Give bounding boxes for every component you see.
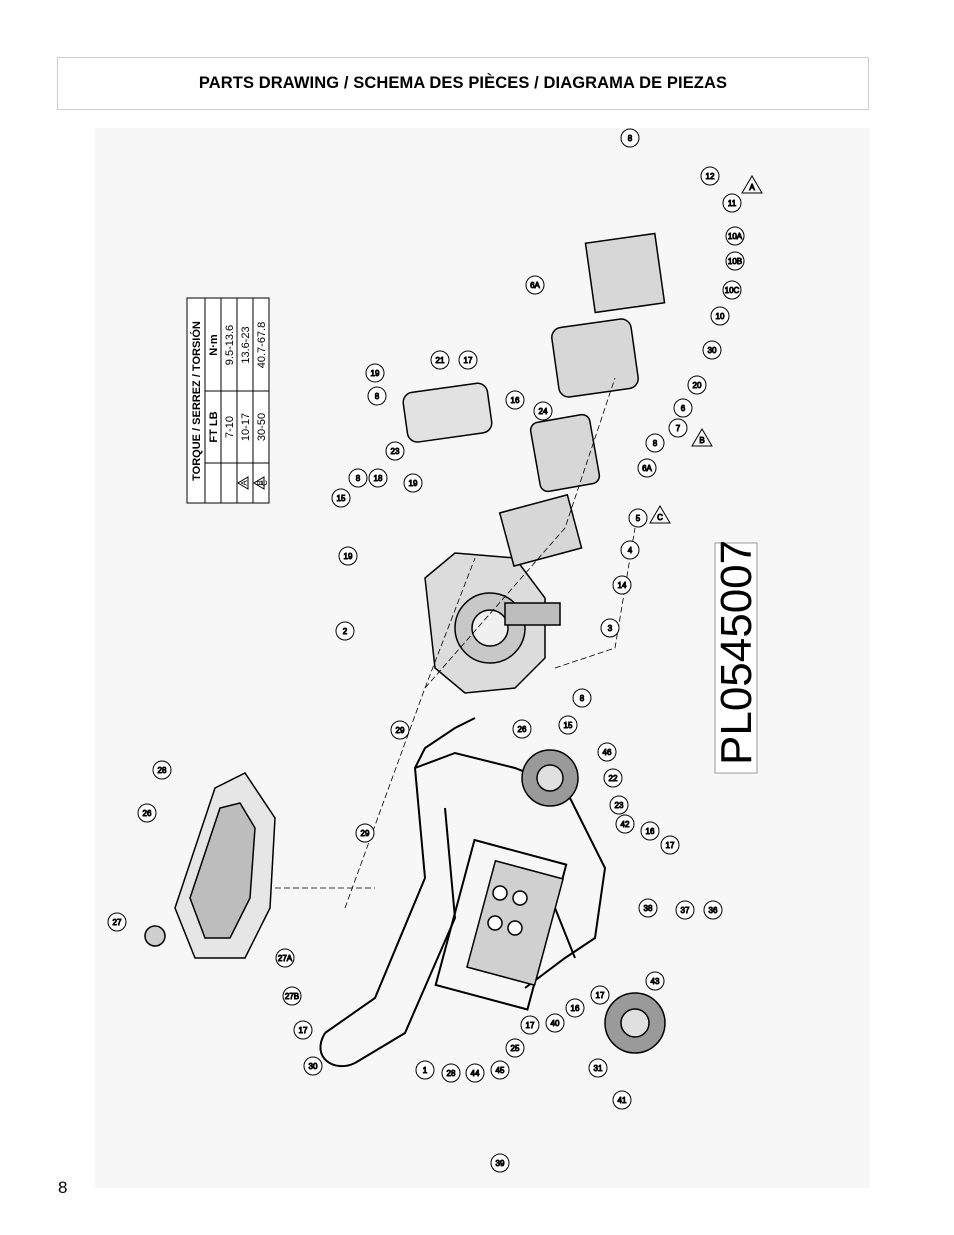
callout-33: 29 — [361, 829, 370, 838]
callout-17: 18 — [374, 474, 383, 483]
part-number-box: PL0545007 — [712, 540, 761, 774]
control-panel — [466, 859, 564, 987]
callout-15b: 16 — [571, 1004, 580, 1013]
torque-mark-b: B — [256, 480, 265, 485]
torque-title: TORQUE / SERREZ / TORSIÓN — [190, 321, 203, 481]
part-number: PL0545007 — [712, 540, 761, 765]
page-title: PARTS DRAWING / SCHEMA DES PIÈCES / DIAG… — [198, 74, 728, 92]
torque-col-ftlb: FT LB — [208, 411, 220, 442]
callout-40: 40 — [551, 1019, 560, 1028]
callout-44: 44 — [471, 1069, 480, 1078]
torque-ftlb-a: 7-10 — [224, 416, 236, 438]
callout-10d: 8 — [628, 134, 633, 143]
callout-1: 1 — [423, 1066, 428, 1075]
callout-34: 30 — [708, 346, 717, 355]
alternator — [498, 232, 666, 567]
callout-7: 6A — [642, 464, 652, 473]
callout-27a: 27 — [113, 918, 122, 927]
fuel-tank — [144, 772, 276, 959]
torque-table: TORQUE / SERREZ / TORSIÓN FT LB N·m A 7-… — [186, 297, 270, 504]
torque-markers: A B C — [649, 175, 763, 524]
callout-18: 19 — [409, 479, 418, 488]
callout-16d: 17 — [299, 1026, 308, 1035]
callout-10a: 10A — [728, 232, 743, 241]
torque-mark-c: C — [260, 480, 269, 486]
callout-31: 27B — [285, 992, 299, 1001]
marker-c: C — [657, 513, 663, 522]
callout-38: 38 — [644, 904, 653, 913]
callout-30: 30 — [309, 1062, 318, 1071]
torque-nm-b: 13.6-23 — [240, 326, 252, 363]
air-cleaner — [402, 382, 493, 443]
callout-23: 24 — [539, 407, 548, 416]
callout-24: 22 — [609, 774, 618, 783]
callout-27: 26 — [143, 809, 152, 818]
callout-24a: 23 — [615, 801, 624, 810]
callout-42: 42 — [621, 820, 630, 829]
torque-mark-a: A — [240, 480, 249, 486]
marker-b: B — [699, 436, 704, 445]
callout-46: 46 — [603, 748, 612, 757]
callout-15: 16 — [646, 827, 655, 836]
callout-19: 19 — [371, 369, 380, 378]
parts-drawing: TORQUE / SERREZ / TORSIÓN FT LB N·m A 7-… — [95, 128, 870, 1188]
torque-ftlb-c: 30-50 — [256, 413, 268, 441]
page-number: 8 — [58, 1178, 68, 1197]
callout-43: 43 — [651, 977, 660, 986]
callout-16e: 17 — [464, 356, 473, 365]
callout-37: 37 — [681, 906, 690, 915]
callout-26: 26 — [518, 725, 527, 734]
callout-16: 17 — [666, 841, 675, 850]
callout-20: 20 — [693, 381, 702, 390]
callout-16b: 17 — [596, 991, 605, 1000]
callout-9c: 8 — [375, 392, 380, 401]
torque-ftlb-b: 10-17 — [240, 413, 252, 441]
callout-12: 12 — [706, 172, 715, 181]
header-box: PARTS DRAWING / SCHEMA DES PIÈCES / DIAG… — [57, 57, 869, 110]
wheels — [521, 749, 666, 1054]
callout-28: 28 — [158, 766, 167, 775]
callout-8: 7 — [676, 424, 681, 433]
engine — [424, 552, 561, 694]
callout-29: 29 — [396, 726, 405, 735]
callout-13: 14 — [618, 581, 627, 590]
marker-a: A — [749, 183, 755, 192]
callout-10c: 10C — [725, 286, 740, 295]
callout-9d: 8 — [356, 474, 361, 483]
callouts: 8 12 11 10A 10B 10C 10 6A 30 20 6 7 8 6A… — [107, 128, 745, 1173]
callout-15c: 16 — [511, 396, 520, 405]
callout-21: 21 — [436, 356, 445, 365]
exploded-view-diagram: TORQUE / SERREZ / TORSIÓN FT LB N·m A 7-… — [107, 128, 763, 1173]
callout-11: 11 — [728, 199, 737, 208]
torque-col-nm: N·m — [208, 334, 220, 356]
callout-14b: 15 — [337, 494, 346, 503]
callout-9b: 8 — [580, 694, 585, 703]
callout-5: 5 — [636, 514, 641, 523]
callout-35: 31 — [594, 1064, 603, 1073]
callout-45: 45 — [496, 1066, 505, 1075]
callout-27b: 27A — [278, 954, 293, 963]
callout-39: 39 — [496, 1159, 505, 1168]
callout-10: 10 — [716, 312, 725, 321]
callout-36: 36 — [709, 906, 718, 915]
callout-10b: 10B — [728, 257, 742, 266]
callout-32: 28 — [447, 1069, 456, 1078]
callout-16c: 17 — [526, 1021, 535, 1030]
callout-19b: 19 — [344, 552, 353, 561]
callout-4: 4 — [628, 546, 633, 555]
callout-14: 15 — [564, 721, 573, 730]
callout-9: 8 — [653, 439, 658, 448]
callout-3: 3 — [608, 624, 613, 633]
callout-2: 2 — [343, 627, 348, 636]
callout-6: 6 — [681, 404, 686, 413]
callout-25: 25 — [511, 1044, 520, 1053]
callout-6a: 6A — [530, 281, 540, 290]
callout-41: 41 — [618, 1096, 627, 1105]
callout-22: 23 — [391, 447, 400, 456]
torque-nm-c: 40.7-67.8 — [256, 322, 268, 368]
assembly-lines — [275, 377, 636, 909]
torque-nm-a: 9.5-13.6 — [224, 325, 236, 365]
